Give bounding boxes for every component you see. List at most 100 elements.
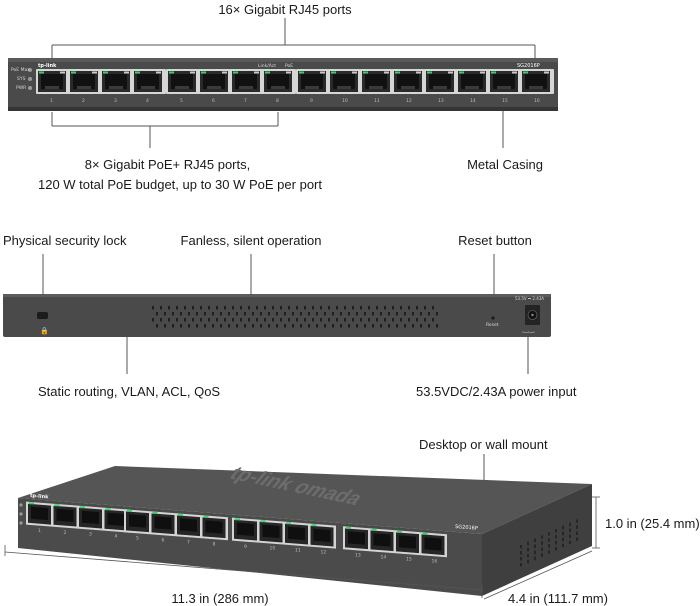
rj45-port-11[interactable] <box>362 71 390 92</box>
port-number-4: 4 <box>146 98 149 104</box>
width-dimension-label: 11.3 in (286 mm) <box>171 591 269 606</box>
rj45-port-6[interactable] <box>200 71 228 92</box>
rj45-port-1[interactable] <box>38 71 66 92</box>
iso-port-number-10: 10 <box>270 546 276 552</box>
port-number-12: 12 <box>406 98 412 104</box>
casing-callout-label: Metal Casing <box>467 157 543 172</box>
rj45-port-8[interactable] <box>264 71 292 92</box>
iso-rj45-port-14[interactable] <box>370 528 394 552</box>
mount-callout-label: Desktop or wall mount <box>419 437 548 452</box>
depth-dimension-label: 4.4 in (111.7 mm) <box>508 591 608 606</box>
iso-model-label: SG2016P <box>455 524 478 532</box>
iso-port-number-3: 3 <box>89 532 92 538</box>
rj45-port-16[interactable] <box>522 71 550 92</box>
iso-port-number-13: 13 <box>355 552 361 558</box>
iso-port-number-1: 1 <box>38 528 41 534</box>
iso-rj45-port-2[interactable] <box>53 504 77 527</box>
led-label-sys: SYS <box>17 76 26 82</box>
iso-side-vents <box>520 519 578 567</box>
port-number-16: 16 <box>534 98 540 104</box>
port-number-3: 3 <box>114 98 117 104</box>
power-callout-label: 53.5VDC/2.43A power input <box>416 384 577 399</box>
iso-port-number-11: 11 <box>295 548 301 554</box>
iso-port-number-5: 5 <box>136 535 139 541</box>
lock-icon: 🔒 <box>40 327 49 335</box>
power-rating-text: 53.5V ⎓ 2.43A <box>515 296 544 301</box>
iso-rj45-port-11[interactable] <box>285 522 308 545</box>
iso-rj45-port-7[interactable] <box>177 513 200 537</box>
rj45-port-9[interactable] <box>298 71 326 92</box>
reset-text: Reset <box>486 322 499 328</box>
front-model-label: SG2016P <box>517 63 540 69</box>
poe-bracket <box>51 111 504 148</box>
iso-side <box>482 484 592 596</box>
iso-port-number-4: 4 <box>115 534 118 540</box>
iso-rj45-port-5[interactable] <box>126 509 149 533</box>
rj45-port-7[interactable] <box>232 71 260 92</box>
iso-port-number-15: 15 <box>406 556 412 562</box>
rj45-port-13[interactable] <box>426 71 454 92</box>
reset-callout-label: Reset button <box>458 233 532 248</box>
dimension-lines <box>4 496 600 600</box>
iso-rj45-port-10[interactable] <box>259 520 283 543</box>
rj45-port-2[interactable] <box>70 71 98 92</box>
port-number-5: 5 <box>180 98 183 104</box>
led-label-pwr: PWR <box>16 85 26 91</box>
port-number-10: 10 <box>342 98 348 104</box>
iso-rj45-port-8[interactable] <box>202 515 226 539</box>
iso-rj45-port-9[interactable] <box>234 518 257 541</box>
iso-rj45-port-16[interactable] <box>421 532 445 556</box>
linkact-label: Link/Act <box>258 63 276 69</box>
rj45-port-15[interactable] <box>490 71 518 92</box>
poe-callout-label-line2: 120 W total PoE budget, up to 30 W PoE p… <box>37 177 322 192</box>
iso-port-number-6: 6 <box>162 537 165 543</box>
port-number-1: 1 <box>50 98 53 104</box>
rj45-port-4[interactable] <box>134 71 162 92</box>
iso-port-number-16: 16 <box>432 558 438 564</box>
ports-callout-label: 16× Gigabit RJ45 ports <box>218 2 352 17</box>
port-number-8: 8 <box>276 98 279 104</box>
poe-callout-label-line1: 8× Gigabit PoE+ RJ45 ports, <box>84 157 251 172</box>
rj45-port-5[interactable] <box>168 71 196 92</box>
polarity-icon: ◦–◦–◦ <box>522 330 535 336</box>
iso-brand-logo: tp-link <box>30 493 49 500</box>
lock-callout-label: Physical security lock <box>3 233 127 248</box>
security-lock-slot[interactable] <box>37 312 48 319</box>
status-leds <box>28 68 32 90</box>
iso-rj45-port-15[interactable] <box>396 530 419 554</box>
rj45-port-3[interactable] <box>102 71 130 92</box>
iso-port-number-2: 2 <box>64 530 67 536</box>
iso-port-number-14: 14 <box>381 554 387 560</box>
iso-rj45-port-6[interactable] <box>151 511 175 535</box>
iso-port-number-8: 8 <box>213 541 216 547</box>
port-number-11: 11 <box>374 98 380 104</box>
fanless-callout-label: Fanless, silent operation <box>180 233 322 248</box>
routing-callout-label: Static routing, VLAN, ACL, QoS <box>38 384 221 399</box>
height-dimension-label: 1.0 in (25.4 mm) <box>605 516 700 531</box>
iso-lid <box>18 466 592 534</box>
port-number-13: 13 <box>438 98 444 104</box>
iso-rj45-port-3[interactable] <box>79 506 102 529</box>
rj45-port-12[interactable] <box>394 71 422 92</box>
rj45-port-10[interactable] <box>330 71 358 92</box>
port-number-7: 7 <box>244 98 247 104</box>
iso-status-leds <box>19 503 23 525</box>
rj45-port-14[interactable] <box>458 71 486 92</box>
iso-rj45-port-12[interactable] <box>310 524 334 547</box>
iso-port-number-12: 12 <box>321 550 327 556</box>
vent-grid <box>152 306 438 328</box>
reset-button[interactable] <box>491 316 495 320</box>
led-label-poe-max: PoE Max <box>11 67 30 73</box>
iso-rj45-port-1[interactable] <box>28 502 51 525</box>
port-number-15: 15 <box>502 98 508 104</box>
poe-port-label: PoE <box>285 63 293 69</box>
port-number-2: 2 <box>82 98 85 104</box>
front-brand-logo: tp-link <box>38 63 57 69</box>
iso-rj45-port-13[interactable] <box>345 526 368 550</box>
iso-rj45-port-4[interactable] <box>104 508 128 531</box>
port-number-14: 14 <box>470 98 476 104</box>
iso-port-number-9: 9 <box>244 544 247 550</box>
